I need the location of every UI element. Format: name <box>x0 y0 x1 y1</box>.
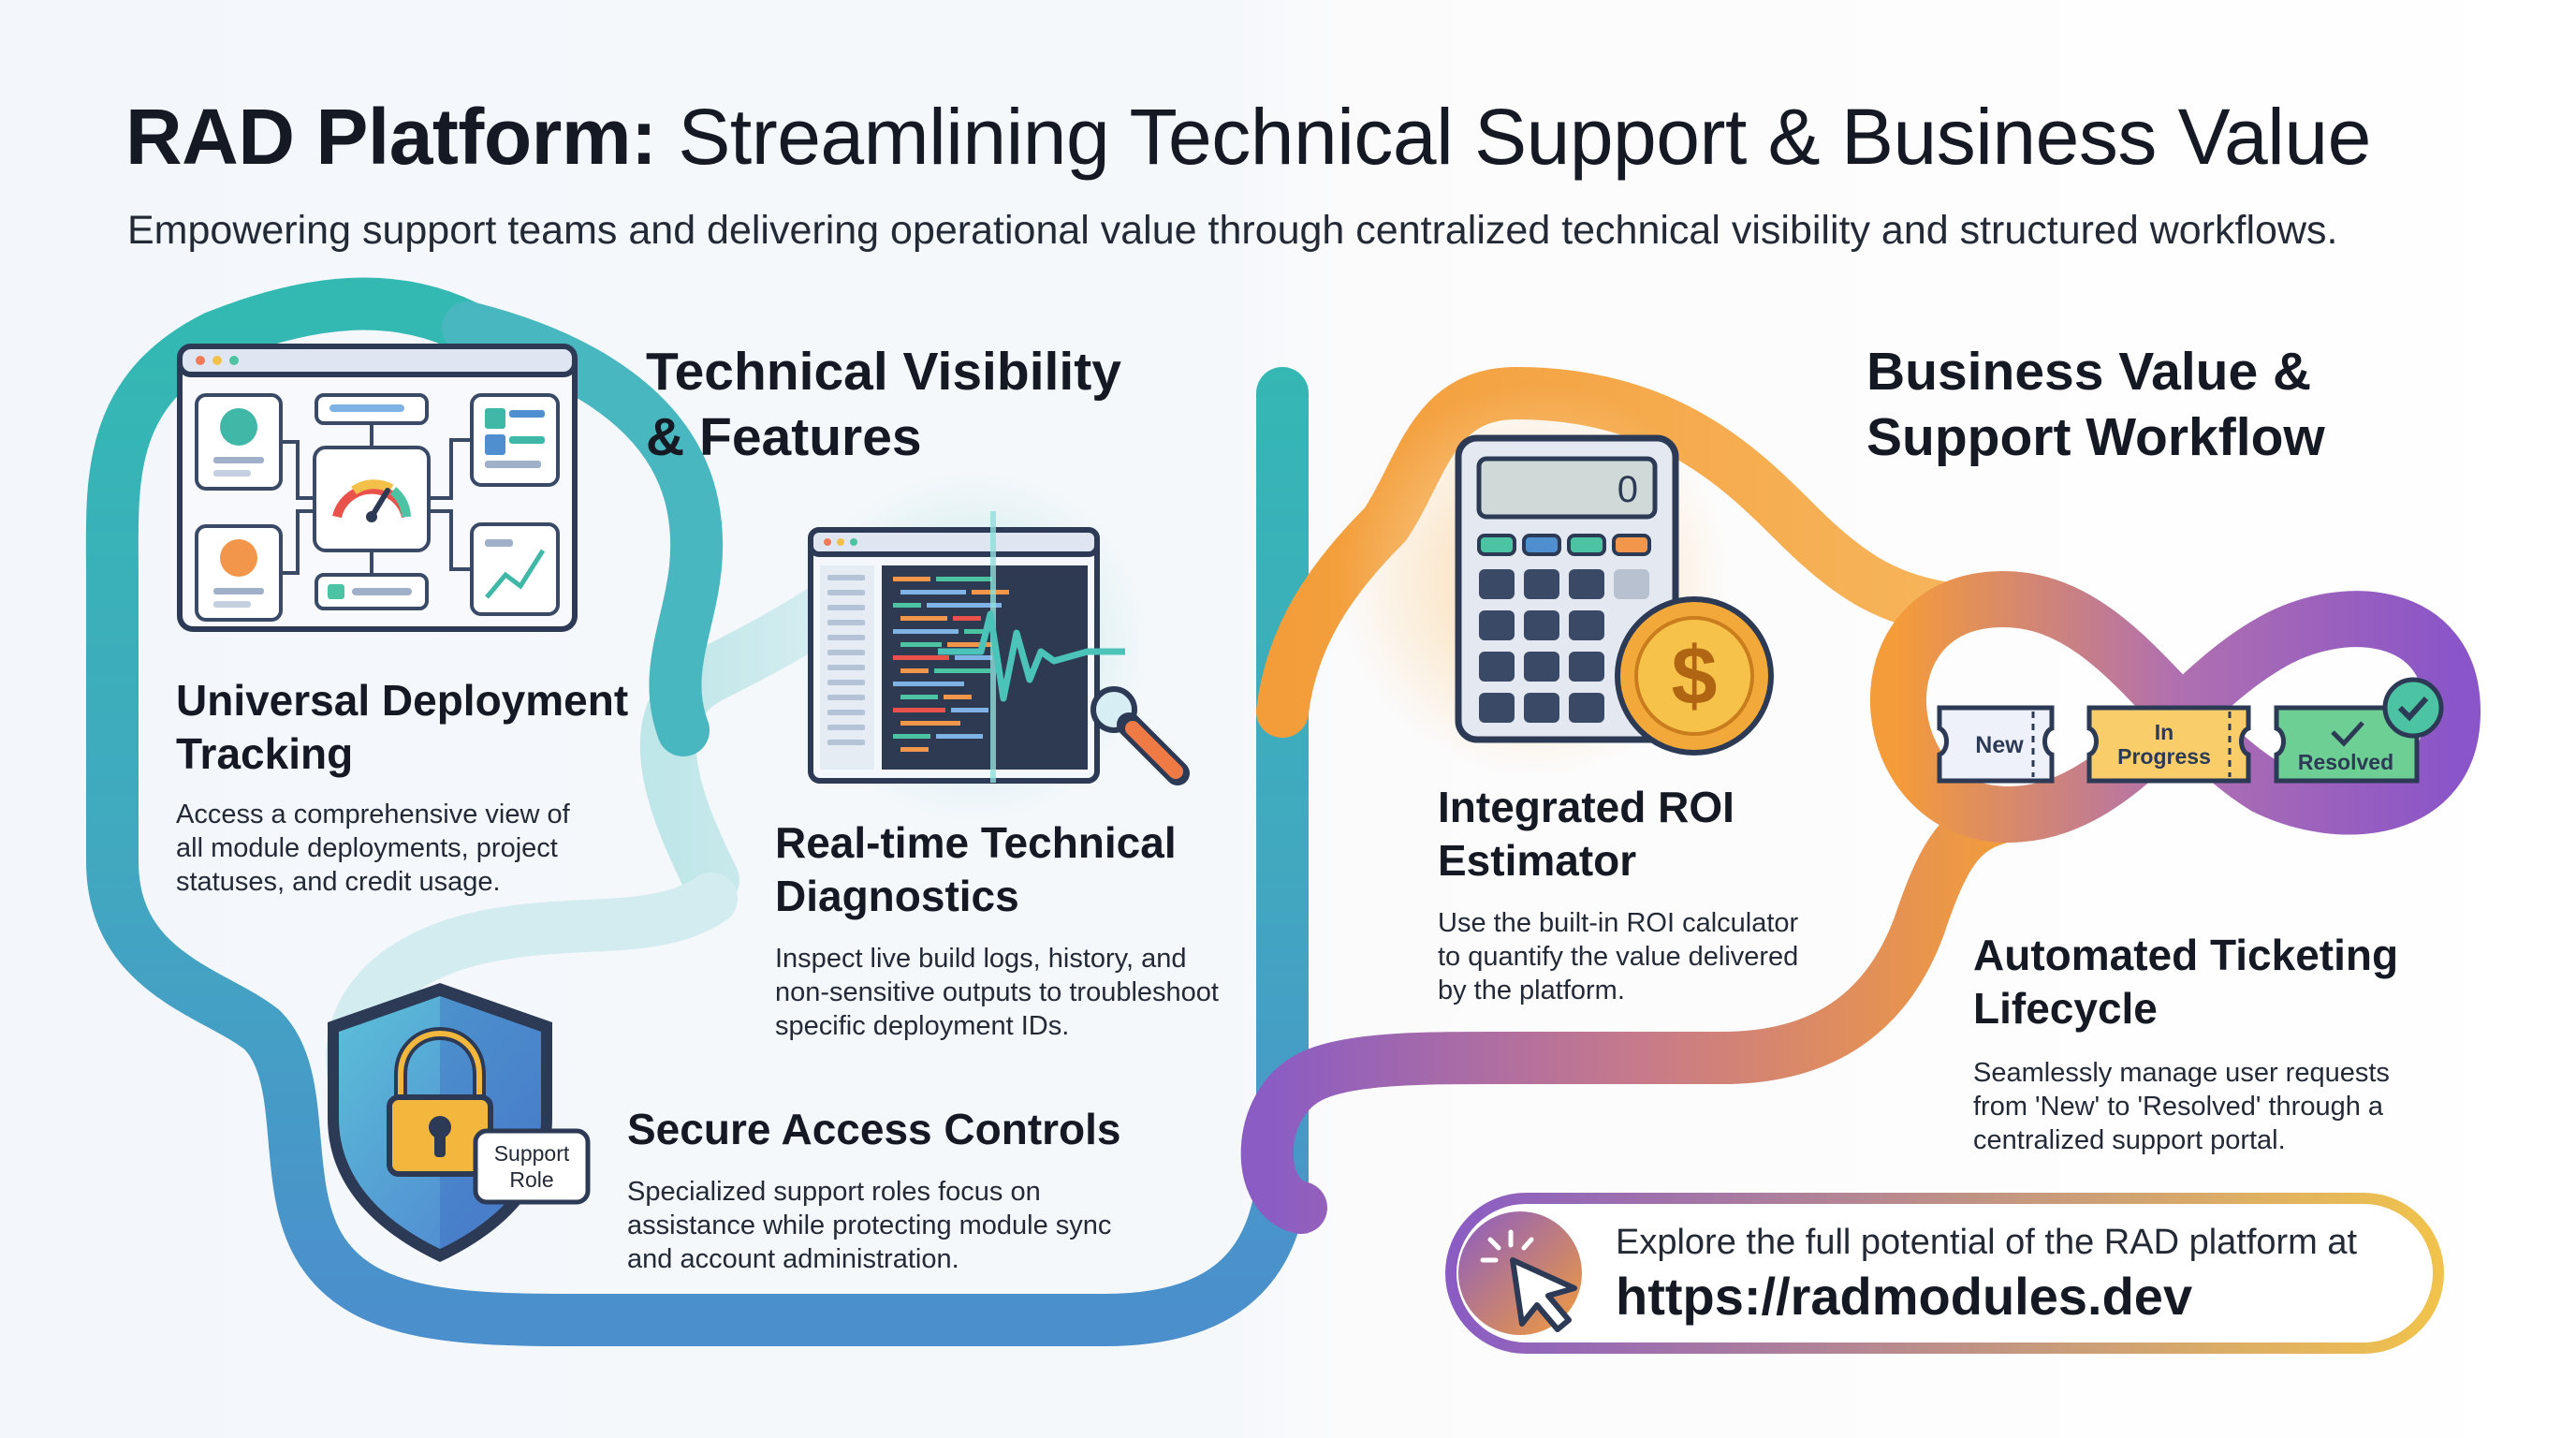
right-heading-line1: Business Value & <box>1866 342 2312 402</box>
feature-access-controls: Secure Access Controls Specialized suppo… <box>627 1103 1226 1276</box>
right-heading-line2: Support Workflow <box>1866 407 2325 467</box>
desc-line: by the platform. <box>1438 976 1625 1005</box>
feature-title-line: Universal Deployment <box>176 676 629 725</box>
desc-line: Inspect live build logs, history, and <box>775 944 1187 974</box>
page-title: RAD Platform: Streamlining Technical Sup… <box>125 92 2371 183</box>
feature-access-controls-title: Secure Access Controls <box>627 1105 1121 1153</box>
feature-access-controls-desc: Specialized support roles focus on assis… <box>627 1175 1226 1276</box>
footer-cta-text: Explore the full potential of the RAD pl… <box>1616 1223 2358 1262</box>
title-bold-part: RAD Platform: <box>125 93 657 181</box>
feature-diagnostics-desc: Inspect live build logs, history, and no… <box>775 942 1299 1043</box>
feature-title-line: Integrated ROI <box>1438 783 1734 831</box>
feature-diagnostics: Real-time Technical Diagnostics Inspect … <box>775 816 1299 1043</box>
desc-line: Specialized support roles focus on <box>627 1177 1041 1207</box>
feature-deployment-tracking: Universal Deployment Tracking Access a c… <box>176 674 663 899</box>
desc-line: from 'New' to 'Resolved' through a <box>1973 1092 2384 1122</box>
desc-line: statuses, and credit usage. <box>176 867 501 897</box>
feature-title-line: Tracking <box>176 729 354 778</box>
title-rest-part: Streamlining Technical Support & Busines… <box>678 93 2371 181</box>
ticket-in-progress-label-line1: In <box>2155 720 2174 744</box>
feature-deployment-tracking-title: Universal Deployment Tracking <box>176 674 663 781</box>
feature-ticketing-lifecycle: Automated Ticketing Lifecycle Seamlessly… <box>1973 929 2535 1157</box>
ticket-resolved-label: Resolved <box>2298 750 2393 774</box>
desc-line: non-sensitive outputs to troubleshoot <box>775 977 1219 1007</box>
ticket-new-label: New <box>1975 732 2024 758</box>
left-section-heading: Technical Visibility & Features <box>646 339 1121 470</box>
log-monitor-icon <box>808 511 1125 784</box>
ticket-icon: New <box>1937 705 2055 784</box>
check-badge-icon <box>2382 677 2444 739</box>
feature-title-line: Diagnostics <box>775 872 1019 920</box>
cursor-click-icon[interactable] <box>1455 1204 1595 1344</box>
desc-line: Use the built-in ROI calculator <box>1438 908 1799 938</box>
feature-roi-estimator-desc: Use the built-in ROI calculator to quant… <box>1438 906 1925 1007</box>
left-heading-line1: Technical Visibility <box>646 342 1121 402</box>
feature-ticketing-lifecycle-title: Automated Ticketing Lifecycle <box>1973 929 2535 1035</box>
feature-title-line: Lifecycle <box>1973 984 2158 1033</box>
support-role-badge-line1: Support <box>494 1141 570 1166</box>
magnifier-icon <box>1090 686 1190 785</box>
desc-line: Seamlessly manage user requests <box>1973 1058 2390 1088</box>
desc-line: centralized support portal. <box>1973 1125 2286 1155</box>
dashboard-icon <box>177 344 578 632</box>
desc-line: to quantify the value delivered <box>1438 942 1799 972</box>
dollar-coin-icon: $ <box>1615 596 1774 756</box>
support-role-badge-line2: Role <box>509 1167 553 1192</box>
ticket-in-progress-label-line2: Progress <box>2117 744 2211 769</box>
footer-url-link[interactable]: https://radmodules.dev <box>1616 1267 2193 1326</box>
feature-ticketing-lifecycle-desc: Seamlessly manage user requests from 'Ne… <box>1973 1056 2535 1157</box>
left-heading-line2: & Features <box>646 407 922 467</box>
feature-title-line: Estimator <box>1438 836 1637 885</box>
page-subtitle: Empowering support teams and delivering … <box>127 208 2338 253</box>
feature-roi-estimator-title: Integrated ROI Estimator <box>1438 781 1925 888</box>
desc-line: all module deployments, project <box>176 833 558 863</box>
desc-line: and account administration. <box>627 1244 959 1274</box>
ticket-icon: In Progress <box>2086 705 2251 784</box>
ticket-icon: Resolved <box>2274 705 2420 784</box>
right-section-heading: Business Value & Support Workflow <box>1866 339 2325 470</box>
feature-roi-estimator: Integrated ROI Estimator Use the built-i… <box>1438 781 1925 1007</box>
feature-title-line: Real-time Technical <box>775 818 1177 867</box>
desc-line: specific deployment IDs. <box>775 1011 1070 1041</box>
feature-diagnostics-title: Real-time Technical Diagnostics <box>775 816 1299 923</box>
feature-title-line: Automated Ticketing <box>1973 931 2399 979</box>
shield-lock-icon: Support Role <box>328 983 591 1262</box>
svg-text:$: $ <box>1672 629 1718 722</box>
desc-line: Access a comprehensive view of <box>176 800 570 829</box>
feature-deployment-tracking-desc: Access a comprehensive view of all modul… <box>176 798 663 899</box>
calculator-display-value: 0 <box>1617 469 1638 510</box>
desc-line: assistance while protecting module sync <box>627 1211 1112 1240</box>
ticket-lifecycle-graphic: New In Progress Resolved <box>1937 677 2444 784</box>
